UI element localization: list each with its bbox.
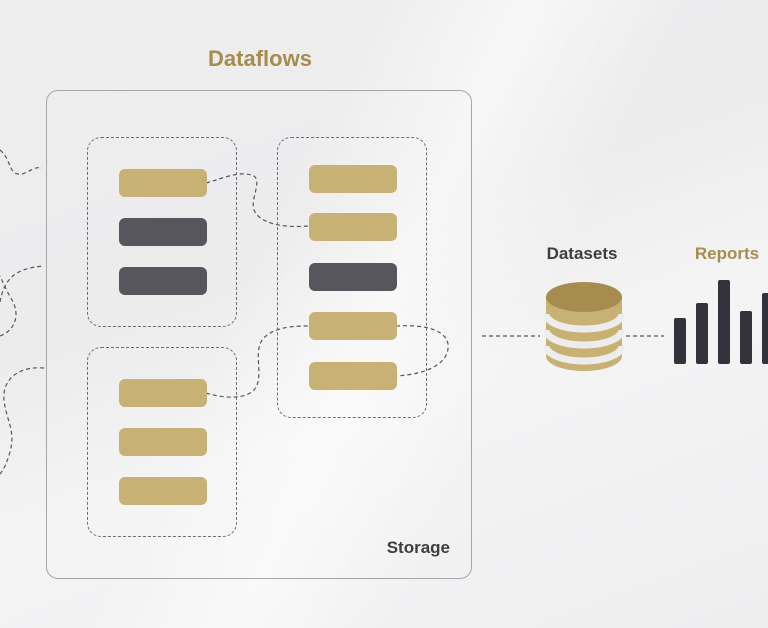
dataflow-table-dark: [119, 218, 207, 246]
group-top-left: [87, 137, 237, 327]
datasets-label: Datasets: [546, 244, 618, 263]
dataflow-table-gold: [309, 362, 397, 390]
connector-left-lower: [0, 275, 17, 337]
dataflow-table-gold: [309, 213, 397, 241]
connector-left-middle: [0, 265, 45, 303]
connector-left-top: [0, 149, 43, 175]
report-chart-bar: [762, 293, 768, 364]
dataflow-table-gold: [119, 428, 207, 456]
dataflows-title: Dataflows: [208, 46, 312, 71]
dataflow-table-gold: [309, 312, 397, 340]
dataflow-table-dark: [309, 263, 397, 291]
database-icon: [544, 282, 624, 371]
dataflow-table-gold: [119, 169, 207, 197]
group-right: [277, 137, 427, 418]
storage-container: [46, 90, 472, 579]
dataflow-table-gold: [119, 379, 207, 407]
storage-label: Storage: [386, 538, 450, 557]
report-chart-bar: [740, 311, 752, 364]
connector-left-bottom: [0, 367, 45, 475]
report-chart-bar: [674, 318, 686, 364]
dataflow-table-dark: [119, 267, 207, 295]
connector-c-loop: [395, 325, 449, 377]
group-bottom-left: [87, 347, 237, 537]
dataflow-table-gold: [119, 477, 207, 505]
report-chart-bar: [696, 303, 708, 364]
report-chart-bar: [718, 280, 730, 364]
reports-label: Reports: [694, 244, 760, 263]
connector-group-a-to-c: [205, 173, 309, 228]
connector-group-b-to-c: [205, 325, 309, 398]
dataflow-table-gold: [309, 165, 397, 193]
